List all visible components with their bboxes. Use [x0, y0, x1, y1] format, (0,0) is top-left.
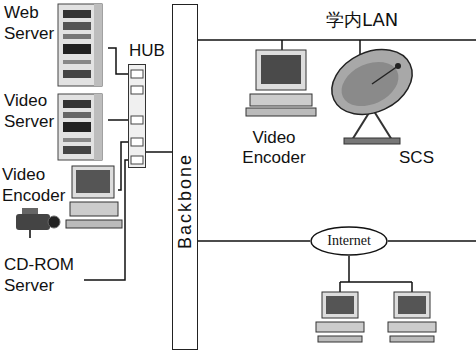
lan-drop [281, 40, 283, 50]
server-node: Web Server [4, 2, 108, 88]
node-label: Video Encoder [2, 164, 68, 206]
server-tower [58, 4, 102, 86]
network-link [84, 160, 128, 280]
hub-box: HUB [128, 64, 146, 168]
network-name: 学内LAN [326, 8, 398, 32]
network-link [118, 142, 128, 190]
node-label: Video Server [4, 90, 58, 132]
encoder-node: Video Encoder [232, 46, 316, 168]
network-link [198, 240, 310, 242]
client-pc [388, 292, 436, 342]
network-link [146, 151, 172, 153]
encoder-pc [246, 50, 316, 116]
node-label: Video Encoder [239, 128, 309, 168]
satellite-node: SCS [318, 44, 448, 168]
network-link [108, 48, 128, 74]
backbone-bar: Backbone [172, 4, 198, 350]
server-tower [58, 94, 102, 160]
server-node: CD-ROM Server [4, 254, 84, 302]
wan-line [388, 240, 476, 242]
encoder-node: Video Encoder [2, 164, 118, 244]
cloud-ellipse: Internet [310, 226, 388, 256]
hub-ports [128, 64, 146, 168]
node-label: Backbone [175, 153, 195, 249]
video-camera [16, 208, 60, 238]
node-label: Web Server [4, 2, 58, 44]
satellite-dish [321, 37, 422, 144]
client-wires [340, 256, 412, 292]
node-label: HUB [129, 41, 145, 61]
node-label: CD-ROM Server [4, 254, 78, 296]
server-node: Video Server [4, 90, 108, 162]
encoder-pc [66, 166, 122, 228]
label-slot: 学内LAN [326, 8, 398, 32]
client-pc [316, 292, 364, 342]
network-link [108, 119, 128, 121]
node-label: SCS [399, 148, 434, 168]
node-label: Internet [327, 233, 371, 249]
lan-line [198, 39, 476, 41]
